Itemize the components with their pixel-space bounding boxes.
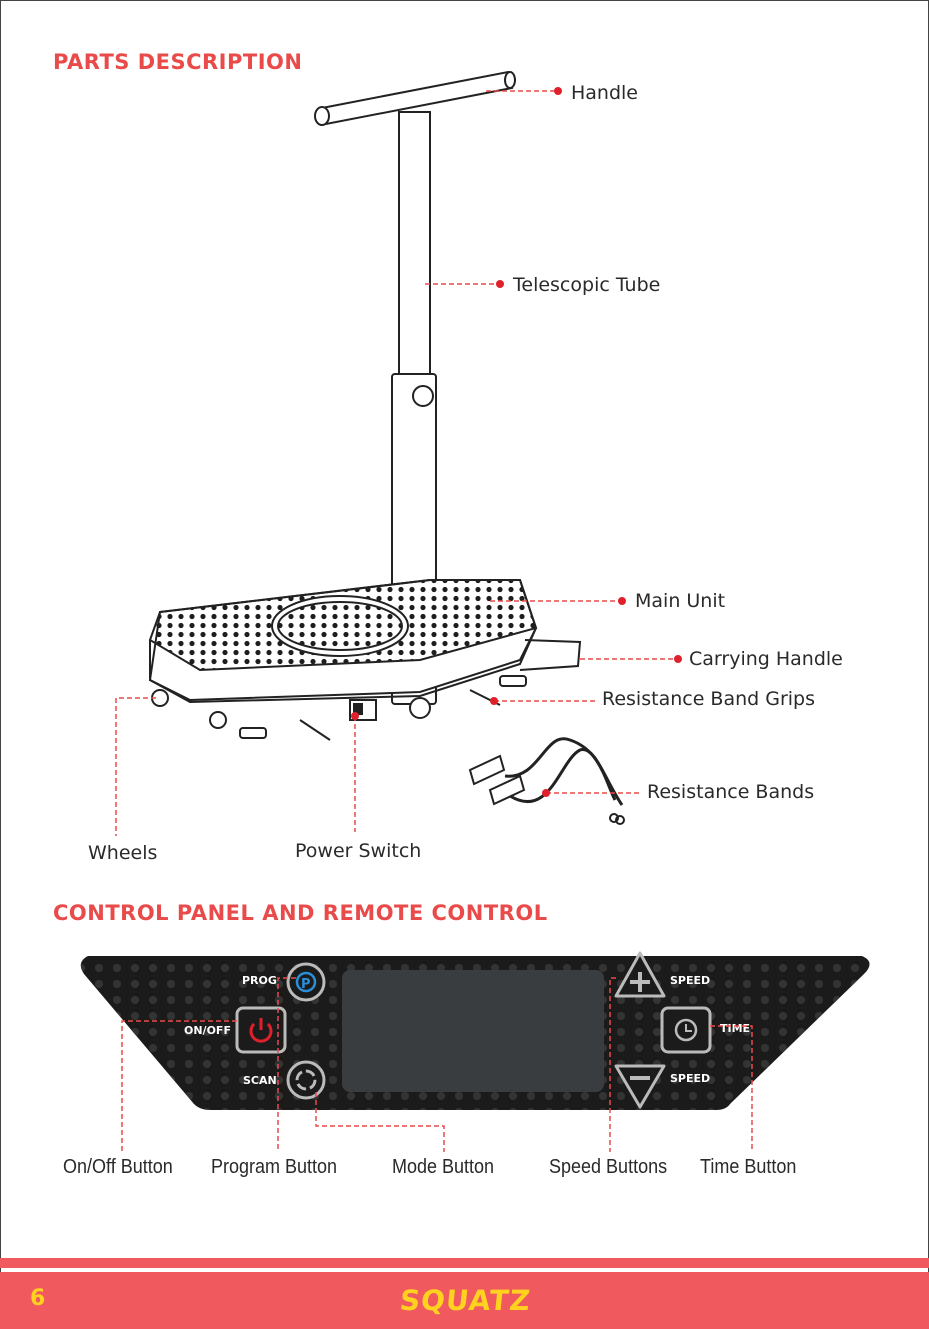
main-unit-illustration	[150, 580, 580, 740]
speed-up-text: SPEED	[670, 974, 710, 987]
callout-wheels: Wheels	[88, 842, 157, 864]
callout-main-unit: Main Unit	[635, 590, 725, 612]
prog-text: PROG	[242, 974, 277, 987]
control-panel: P PROG ON/OFF SCAN SPEED TIME SPEED	[81, 953, 870, 1110]
callout-telescopic-tube: Telescopic Tube	[513, 274, 660, 296]
brand-logo: SQUATZ	[398, 1284, 532, 1317]
label-mode-button: Mode Button	[392, 1156, 494, 1179]
mode-button	[288, 1062, 324, 1098]
label-program-button: Program Button	[211, 1156, 337, 1179]
callout-resistance-band-grips: Resistance Band Grips	[602, 688, 815, 710]
resistance-bands-illustration	[470, 739, 624, 824]
footer-stripe	[0, 1258, 929, 1268]
callout-resistance-bands: Resistance Bands	[647, 781, 814, 803]
page-number: 6	[30, 1286, 45, 1311]
time-text: TIME	[720, 1022, 750, 1035]
callout-power-switch: Power Switch	[295, 840, 421, 862]
callout-handle: Handle	[571, 82, 638, 104]
callout-carrying-handle: Carrying Handle	[689, 648, 843, 670]
svg-text:P: P	[301, 977, 311, 992]
label-time-button: Time Button	[700, 1156, 796, 1179]
label-on-off-button: On/Off Button	[63, 1156, 173, 1179]
display-screen	[342, 970, 604, 1092]
on-off-text: ON/OFF	[184, 1024, 231, 1037]
scan-text: SCAN	[243, 1074, 277, 1087]
control-panel-title: CONTROL PANEL AND REMOTE CONTROL	[53, 901, 548, 925]
speed-down-text: SPEED	[670, 1072, 710, 1085]
label-speed-buttons: Speed Buttons	[549, 1156, 667, 1179]
